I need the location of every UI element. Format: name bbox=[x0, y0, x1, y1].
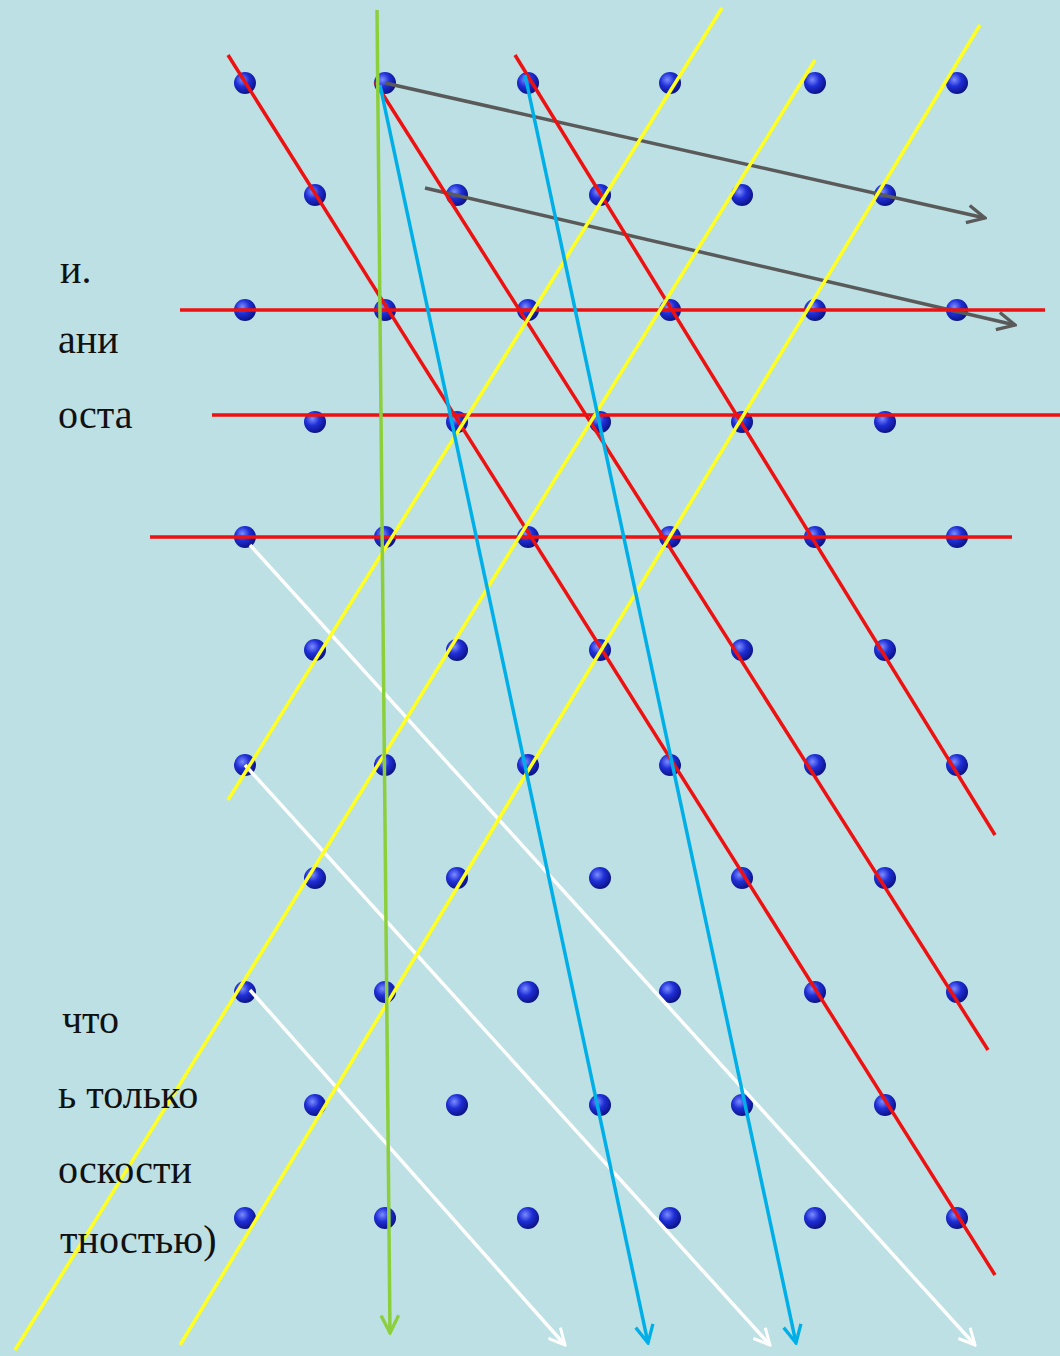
yellow-line bbox=[15, 60, 815, 1350]
label-text: ь только bbox=[58, 1072, 198, 1117]
text-fragment: и. bbox=[60, 247, 91, 293]
red-line bbox=[375, 82, 988, 1050]
text-fragment: ани bbox=[58, 317, 119, 363]
label-text: оскости bbox=[58, 1147, 192, 1192]
white-arrow bbox=[250, 990, 565, 1345]
text-fragment: оскости bbox=[58, 1147, 192, 1193]
red-line bbox=[228, 55, 995, 1275]
text-fragment: что bbox=[62, 997, 119, 1043]
label-text: оста bbox=[58, 392, 132, 437]
label-text: ани bbox=[58, 317, 119, 362]
lattice-dot bbox=[374, 1207, 396, 1229]
yellow-line bbox=[180, 25, 980, 1345]
lattice-dot bbox=[446, 1094, 468, 1116]
red-line bbox=[150, 535, 1012, 539]
red-line bbox=[180, 308, 1045, 312]
yellow-line bbox=[228, 8, 722, 800]
red-line bbox=[515, 55, 995, 835]
text-fragment: оста bbox=[58, 392, 132, 438]
grey-arrow bbox=[385, 83, 985, 218]
label-text: тностью) bbox=[60, 1217, 217, 1262]
lattice-dot bbox=[589, 867, 611, 889]
label-text: и. bbox=[60, 247, 91, 292]
lattice-dot bbox=[517, 981, 539, 1003]
blue-arrow bbox=[380, 85, 648, 1343]
label-text: что bbox=[62, 997, 119, 1042]
text-fragment: тностью) bbox=[60, 1217, 217, 1263]
text-fragment: ь только bbox=[58, 1072, 198, 1118]
red-line bbox=[212, 413, 1060, 417]
grey-arrow bbox=[425, 188, 1015, 325]
green-arrow bbox=[377, 10, 390, 1333]
blue-arrow bbox=[525, 75, 796, 1343]
lattice-dot bbox=[804, 1207, 826, 1229]
lattice-dot bbox=[517, 1207, 539, 1229]
